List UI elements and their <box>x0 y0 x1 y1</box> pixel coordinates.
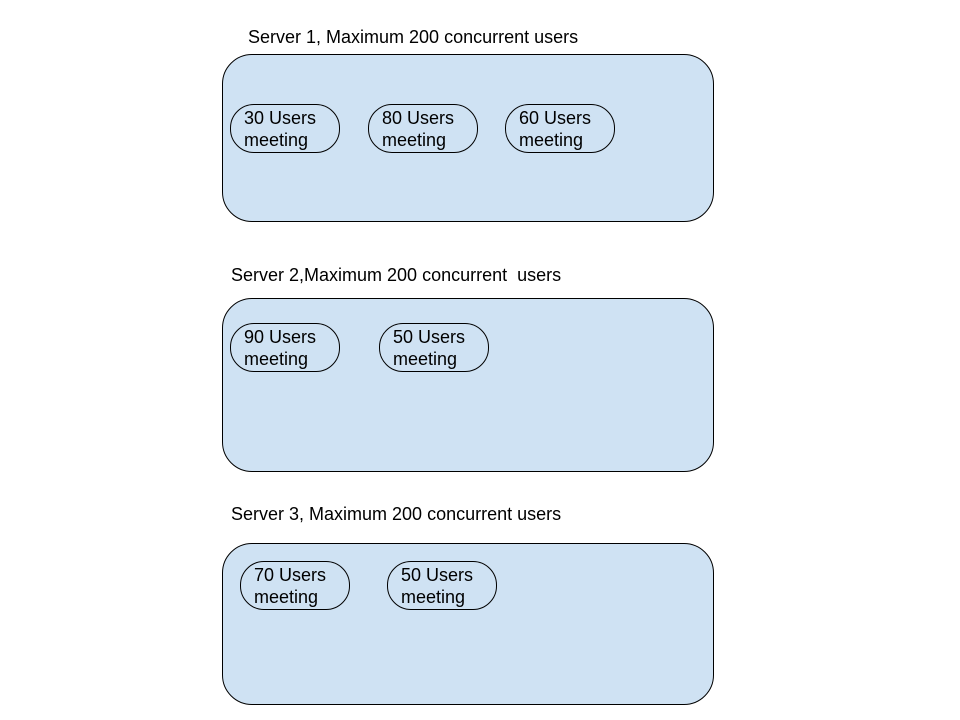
meeting-users: 60 Users <box>519 108 592 128</box>
meeting-users: 50 Users <box>401 565 474 585</box>
meeting-label: meeting <box>244 130 309 150</box>
server-1-title: Server 1, Maximum 200 concurrent users <box>248 27 579 47</box>
meeting-users: 70 Users <box>254 565 327 585</box>
meeting-users: 80 Users <box>382 108 455 128</box>
server-2-meeting-2: 50 Users meeting <box>379 323 489 372</box>
meeting-users: 30 Users <box>244 108 317 128</box>
meeting-label: meeting <box>393 349 458 369</box>
server-3-title: Server 3, Maximum 200 concurrent users <box>231 504 562 524</box>
meeting-users: 90 Users <box>244 327 317 347</box>
meeting-label: meeting <box>254 587 319 607</box>
meeting-label: meeting <box>401 587 466 607</box>
server-2-title: Server 2,Maximum 200 concurrent users <box>231 265 562 285</box>
server-3-meeting-1: 70 Users meeting <box>240 561 350 610</box>
server-1-meeting-3: 60 Users meeting <box>505 104 615 153</box>
meeting-users: 50 Users <box>393 327 466 347</box>
server-3-meeting-2: 50 Users meeting <box>387 561 497 610</box>
meeting-label: meeting <box>244 349 309 369</box>
server-1-meeting-2: 80 Users meeting <box>368 104 478 153</box>
meeting-label: meeting <box>382 130 447 150</box>
server-2-meeting-1: 90 Users meeting <box>230 323 340 372</box>
meeting-label: meeting <box>519 130 584 150</box>
server-1-meeting-1: 30 Users meeting <box>230 104 340 153</box>
